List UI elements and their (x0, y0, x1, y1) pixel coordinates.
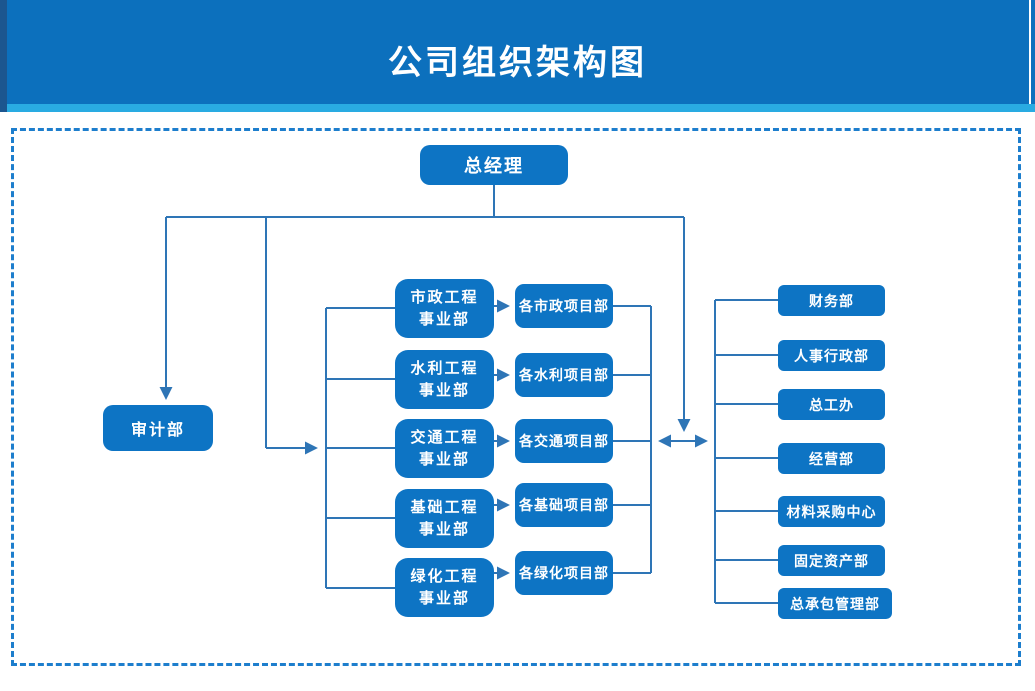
division-label-line1: 绿化工程 (410, 567, 479, 585)
project-spine (613, 305, 652, 574)
node-dept-hr-admin: 人事行政部 (778, 340, 885, 371)
node-project-water: 各水利项目部 (515, 353, 613, 397)
department-spine (714, 299, 778, 604)
title-bar: 公司组织架构图 (0, 0, 1035, 104)
node-audit-dept: 审计部 (103, 405, 213, 451)
node-project-foundation: 各基础项目部 (515, 483, 613, 527)
node-dept-chief-engineer-office: 总工办 (778, 389, 885, 420)
node-division-traffic: 交通工程 事业部 (395, 419, 494, 478)
top-rail (166, 185, 684, 218)
node-project-municipal: 各市政项目部 (515, 284, 613, 328)
division-label-line2: 事业部 (418, 450, 470, 468)
node-division-water: 水利工程 事业部 (395, 350, 494, 409)
node-division-greening: 绿化工程 事业部 (395, 558, 494, 617)
node-division-municipal: 市政工程 事业部 (395, 279, 494, 338)
division-feed (265, 217, 395, 589)
division-label-line2: 事业部 (418, 520, 470, 538)
division-label-line1: 基础工程 (410, 498, 479, 516)
dashed-border (11, 128, 1021, 666)
division-label-line1: 水利工程 (410, 359, 479, 377)
division-label-line1: 市政工程 (410, 288, 479, 306)
node-dept-material-procurement: 材料采购中心 (778, 496, 885, 527)
division-label-line1: 交通工程 (410, 428, 479, 446)
left-edge-accent (0, 0, 7, 112)
division-label-line2: 事业部 (418, 381, 470, 399)
node-project-traffic: 各交通项目部 (515, 419, 613, 463)
division-label-line2: 事业部 (418, 589, 470, 607)
node-dept-general-contracting: 总承包管理部 (778, 588, 892, 619)
node-project-greening: 各绿化项目部 (515, 551, 613, 595)
node-dept-operations: 经营部 (778, 443, 885, 474)
node-general-manager: 总经理 (420, 145, 568, 185)
header-accent-strip (7, 104, 1035, 112)
division-label-line2: 事业部 (418, 310, 470, 328)
page-title: 公司组织架构图 (388, 42, 647, 83)
node-division-foundation: 基础工程 事业部 (395, 489, 494, 548)
node-dept-fixed-assets: 固定资产部 (778, 545, 885, 576)
node-dept-finance: 财务部 (778, 285, 885, 316)
header-right-gap (1029, 0, 1031, 104)
center-junction (658, 217, 708, 448)
division-to-project-arrows (494, 299, 510, 580)
